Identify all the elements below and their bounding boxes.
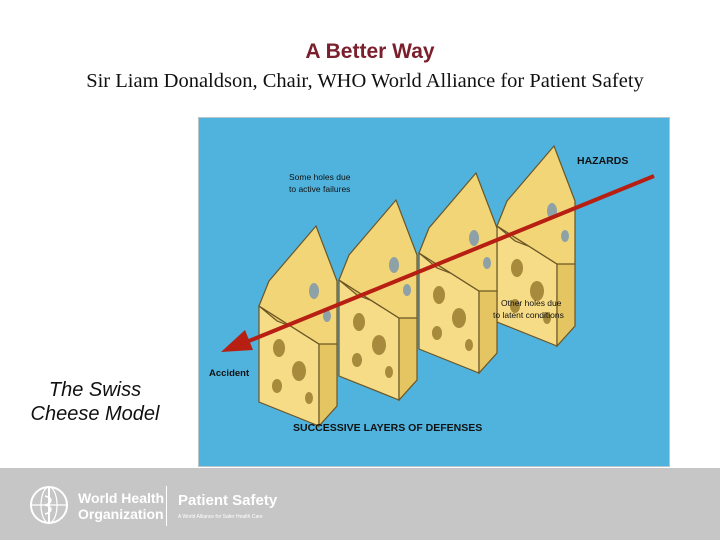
- accident-label: Accident: [209, 368, 250, 379]
- swiss-cheese-figure: HAZARDS Some holes due to active failure…: [198, 117, 670, 467]
- figure-caption: The Swiss Cheese Model: [0, 378, 190, 426]
- latent-conditions-label-line2: to latent conditions: [493, 310, 564, 320]
- caption-line-1: The Swiss: [48, 379, 142, 401]
- hazard-arrow: [221, 174, 655, 352]
- footer-bar: [0, 468, 720, 540]
- who-emblem-icon: [30, 486, 68, 524]
- swiss-cheese-diagram: HAZARDS Some holes due to active failure…: [199, 118, 669, 466]
- active-failures-label-line1: Some holes due: [289, 172, 351, 182]
- program-name: Patient Safety: [178, 492, 278, 509]
- program-tagline: A World Alliance for Safer Health Care: [178, 514, 263, 520]
- slide-subtitle: Sir Liam Donaldson, Chair, WHO World All…: [86, 70, 644, 92]
- org-line-2: Organization: [78, 506, 164, 522]
- active-failures-label-line2: to active failures: [289, 184, 350, 194]
- latent-conditions-label-line1: Other holes due: [501, 298, 562, 308]
- who-wordmark: World Health Organization: [78, 490, 164, 522]
- caption-line-2: Cheese Model: [30, 403, 160, 425]
- org-line-1: World Health: [78, 490, 165, 506]
- slide-title: A Better Way: [305, 40, 435, 63]
- footer-divider: [166, 486, 167, 526]
- hazards-label: HAZARDS: [577, 155, 628, 167]
- defenses-label: SUCCESSIVE LAYERS OF DEFENSES: [293, 422, 482, 434]
